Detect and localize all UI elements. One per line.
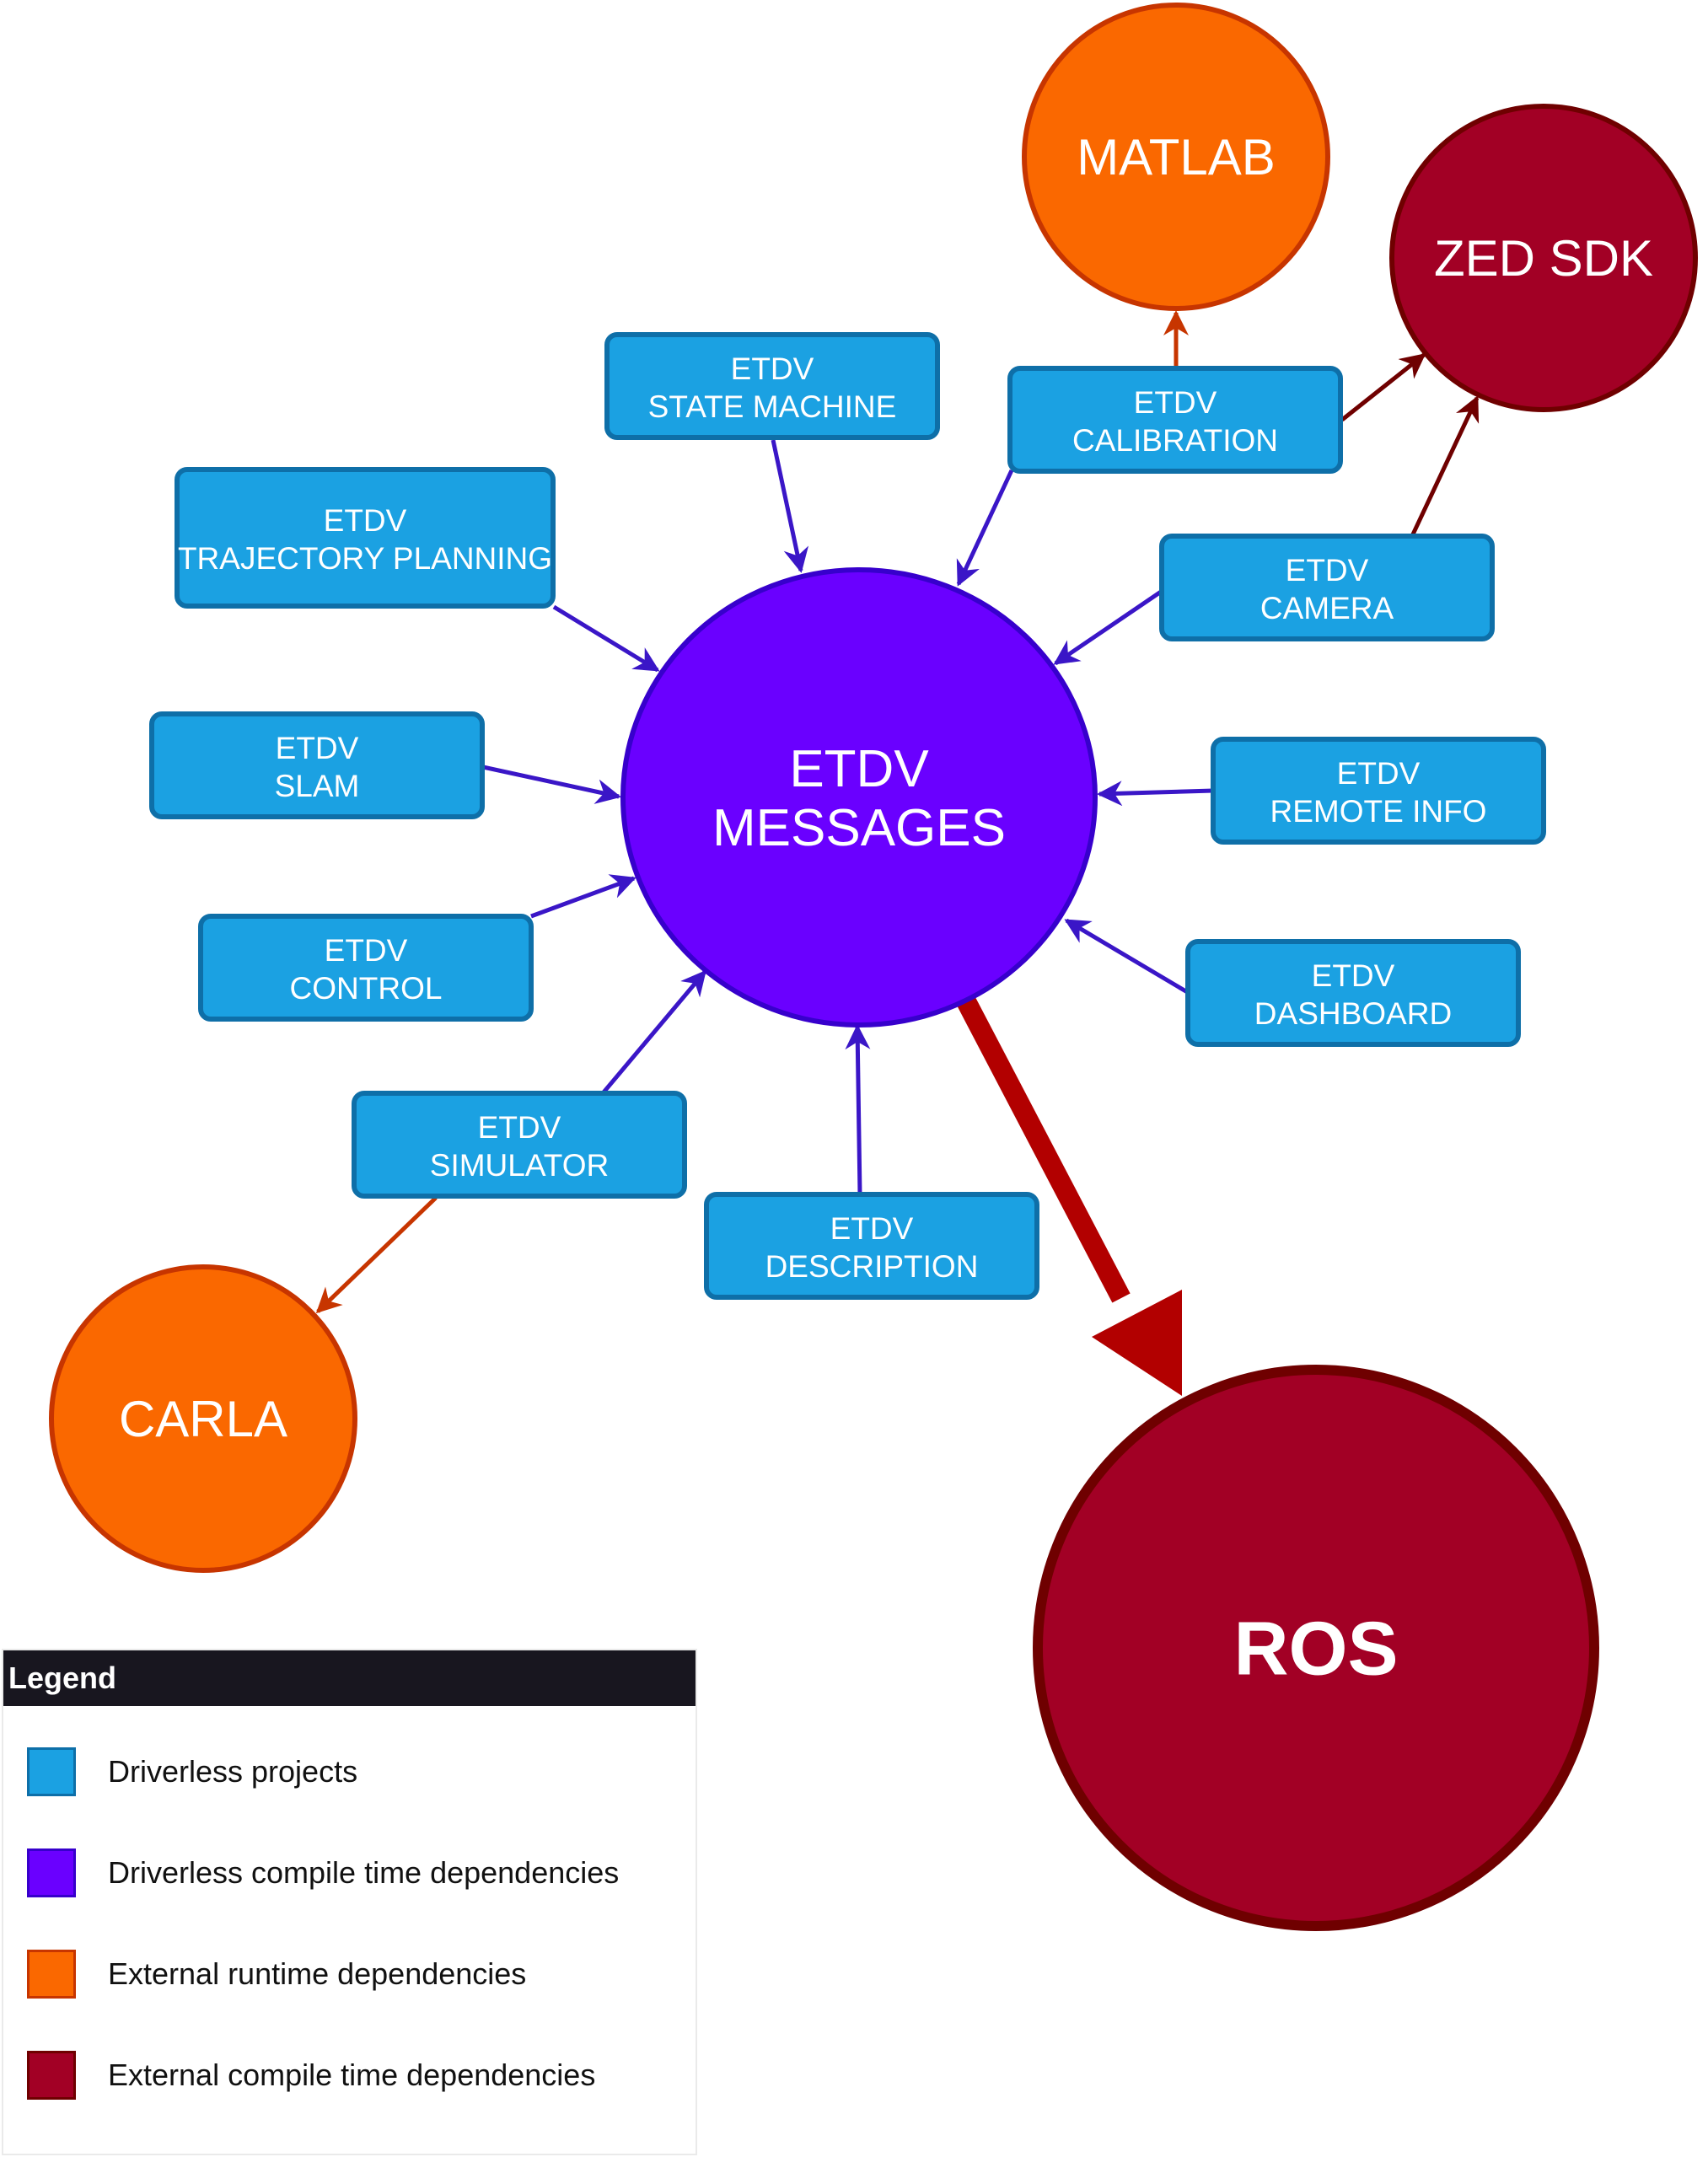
legend-label-runtime-deps: External runtime dependencies <box>108 1956 527 1991</box>
legend-item-driverless-projects: Driverless projects <box>27 1747 685 1800</box>
arrow-simulator-to-carla <box>315 1196 438 1314</box>
legend-item-runtime-deps: External runtime dependencies <box>27 1950 685 2002</box>
project-box-bg-calibration <box>1007 366 1343 474</box>
arrow-slam-to-messages <box>482 765 621 804</box>
matlab-label: MATLAB <box>1077 129 1276 185</box>
arrow-state-machine-to-messages <box>771 439 809 573</box>
arrow-remote-info-to-messages <box>1097 781 1214 807</box>
arrow-camera-to-zed <box>1410 395 1480 538</box>
project-label-line2-simulator: SIMULATOR <box>430 1148 609 1183</box>
arrow-head-ros <box>1092 1290 1182 1396</box>
node-carla: CARLA <box>49 1264 357 1573</box>
legend-title: Legend <box>3 1650 696 1706</box>
zed-sdk-label: ZED SDK <box>1434 230 1653 287</box>
arrow-dashboard-to-messages <box>1064 918 1190 995</box>
project-label-line1-slam: ETDV <box>276 731 359 765</box>
project-label-line1-simulator: ETDV <box>478 1110 561 1145</box>
project-box-bg-control <box>198 914 534 1022</box>
dependency-arrows <box>482 439 1214 1195</box>
project-box-bg-simulator <box>352 1091 687 1199</box>
carla-label: CARLA <box>119 1391 287 1447</box>
project-label-line1-dashboard: ETDV <box>1312 958 1395 993</box>
project-box-bg-remote-info <box>1211 737 1546 845</box>
legend-label-compile-deps: Driverless compile time dependencies <box>108 1855 620 1890</box>
project-label-line1-remote-info: ETDV <box>1337 756 1421 791</box>
legend: Legend Driverless projects Driverless co… <box>2 1649 697 2155</box>
legend-swatch-runtime-deps <box>27 1950 76 1999</box>
node-ros: ROS <box>1033 1365 1599 1931</box>
project-box-bg-slam <box>149 711 485 819</box>
legend-item-compile-deps: Driverless compile time dependencies <box>27 1848 685 1901</box>
project-label-line2-calibration: CALIBRATION <box>1072 423 1278 458</box>
legend-swatch-external-compile-deps <box>27 2051 76 2100</box>
project-label-line2-camera: CAMERA <box>1260 591 1394 625</box>
ros-label: ROS <box>1233 1607 1398 1692</box>
arrow-simulator-to-messages <box>601 969 706 1095</box>
legend-swatch-compile-deps <box>27 1848 76 1897</box>
node-zed-sdk: ZED SDK <box>1389 104 1698 412</box>
project-label-line2-description: DESCRIPTION <box>765 1249 979 1284</box>
project-box-bg-dashboard <box>1185 939 1521 1047</box>
legend-label-driverless-projects: Driverless projects <box>108 1754 358 1789</box>
legend-swatch-driverless-projects <box>27 1747 76 1796</box>
project-box-bg-state-machine <box>604 332 940 440</box>
project-label-line1-state-machine: ETDV <box>731 351 814 386</box>
arrow-camera-to-messages <box>1053 588 1165 666</box>
project-label-line1-description: ETDV <box>830 1211 914 1246</box>
arrow-calibration-to-messages <box>956 469 1014 587</box>
messages-label-line1: ETDV <box>789 740 929 798</box>
project-label-line2-remote-info: REMOTE INFO <box>1270 794 1487 829</box>
legend-item-external-compile-deps: External compile time dependencies <box>27 2051 685 2103</box>
project-label-line2-trajectory-planning: TRAJECTORY PLANNING <box>178 541 552 576</box>
project-label-line2-control: CONTROL <box>290 971 443 1006</box>
arrow-control-to-messages <box>530 874 636 919</box>
legend-label-external-compile-deps: External compile time dependencies <box>108 2058 596 2092</box>
project-label-line1-calibration: ETDV <box>1134 385 1217 420</box>
arrow-messages-to-ros <box>956 995 1131 1303</box>
external-arrows <box>315 310 1480 1396</box>
project-label-line1-trajectory-planning: ETDV <box>324 503 407 538</box>
node-etdv-messages: ETDV MESSAGES <box>620 567 1098 1028</box>
project-box-slam: ETDV SLAM <box>149 711 485 819</box>
project-box-bg-trajectory-planning <box>175 467 556 609</box>
project-box-bg-description <box>704 1192 1039 1300</box>
project-label-line1-control: ETDV <box>325 933 408 968</box>
project-label-line2-slam: SLAM <box>275 769 360 803</box>
project-label-line1-camera: ETDV <box>1286 553 1369 588</box>
project-label-line2-dashboard: DASHBOARD <box>1254 996 1452 1031</box>
project-box-bg-camera <box>1159 534 1495 641</box>
project-label-line2-state-machine: STATE MACHINE <box>648 389 897 424</box>
node-matlab: MATLAB <box>1022 3 1330 311</box>
arrow-calibration-to-zed <box>1340 353 1426 421</box>
arrow-trajectory-to-messages <box>552 604 660 673</box>
messages-label-line2: MESSAGES <box>712 799 1006 857</box>
arrow-description-to-messages <box>845 1024 871 1195</box>
